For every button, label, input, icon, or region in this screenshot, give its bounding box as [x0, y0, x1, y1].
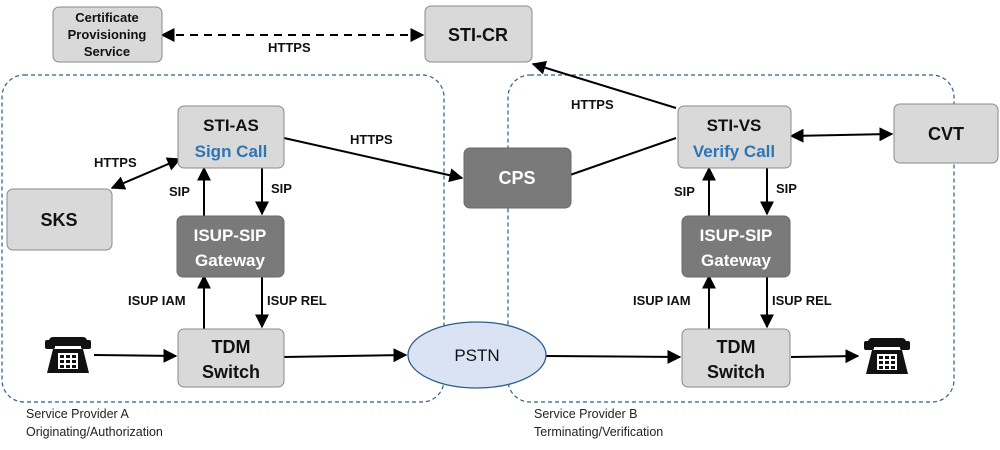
edge-stivs-cvt: [789, 127, 894, 143]
gateway-a-line1: ISUP-SIP: [194, 226, 267, 245]
label-https-sks: HTTPS: [94, 155, 137, 170]
label-sip-b-up: SIP: [674, 184, 695, 199]
node-pstn: PSTN: [407, 321, 547, 389]
node-sti-as: STI-AS Sign Call: [177, 105, 285, 169]
node-tdm-switch-a: TDM Switch: [177, 328, 285, 388]
edge-stivs-stircr: [531, 61, 677, 109]
cert-line2: Provisioning: [68, 27, 147, 42]
label-https-cps: HTTPS: [350, 132, 393, 147]
tdm-b-line2: Switch: [707, 362, 765, 382]
edge-stias-cps: [283, 137, 464, 183]
sti-as-subtitle: Sign Call: [195, 142, 268, 161]
label-isup-iam-b: ISUP IAM: [633, 293, 691, 308]
edge-phone-tdm-a: [93, 348, 178, 363]
cert-line3: Service: [84, 44, 130, 59]
telephone-icon: [45, 337, 91, 373]
node-tdm-switch-b: TDM Switch: [681, 328, 791, 388]
label-isup-rel-b: ISUP REL: [772, 293, 832, 308]
gateway-a-line2: Gateway: [195, 251, 265, 270]
edge-sks-stias: [110, 157, 182, 190]
node-gateway-a: ISUP-SIP Gateway: [176, 215, 285, 278]
node-sti-vs: STI-VS Verify Call: [677, 105, 792, 169]
pstn-label: PSTN: [454, 346, 499, 365]
edge-tdm-a-pstn: [283, 348, 408, 363]
tdm-a-line2: Switch: [202, 362, 260, 382]
gateway-b-line1: ISUP-SIP: [700, 226, 773, 245]
tdm-a-line1: TDM: [212, 337, 251, 357]
edge-cps-stivs: [569, 137, 677, 176]
label-sip-b-down: SIP: [776, 181, 797, 196]
cps-label: CPS: [498, 168, 535, 188]
label-sip-a-down: SIP: [271, 181, 292, 196]
cert-line1: Certificate: [75, 10, 139, 25]
edge-tdm-b-phone: [790, 349, 860, 364]
label-isup-rel-a: ISUP REL: [267, 293, 327, 308]
cvt-label: CVT: [928, 124, 964, 144]
provider-a-region: [1, 74, 445, 403]
provider-b-line2: Terminating/Verification: [534, 425, 663, 439]
tdm-b-line1: TDM: [717, 337, 756, 357]
gateway-b-line2: Gateway: [701, 251, 771, 270]
node-sti-cr: STI-CR: [424, 5, 533, 63]
provider-a-line1: Service Provider A: [26, 407, 129, 421]
label-sip-a-up: SIP: [169, 184, 190, 199]
sti-as-title: STI-AS: [203, 116, 259, 135]
provider-a-line2: Originating/Authorization: [26, 425, 163, 439]
node-sks: SKS: [6, 188, 113, 251]
telephone-icon: [864, 338, 910, 374]
provider-b-region: [507, 74, 955, 403]
label-isup-iam-a: ISUP IAM: [128, 293, 186, 308]
node-cert-provisioning-service: Certificate Provisioning Service: [52, 6, 163, 63]
sti-cr-label: STI-CR: [448, 25, 508, 45]
node-gateway-b: ISUP-SIP Gateway: [681, 215, 791, 278]
provider-b-line1: Service Provider B: [534, 407, 638, 421]
edge-pstn-tdm-b: [545, 349, 682, 364]
sti-vs-title: STI-VS: [707, 116, 762, 135]
node-cvt: CVT: [893, 103, 999, 164]
label-https-stircr: HTTPS: [571, 97, 614, 112]
sks-label: SKS: [40, 210, 77, 230]
sti-vs-subtitle: Verify Call: [693, 142, 775, 161]
label-https-cert: HTTPS: [268, 40, 311, 55]
node-cps: CPS: [463, 147, 572, 209]
